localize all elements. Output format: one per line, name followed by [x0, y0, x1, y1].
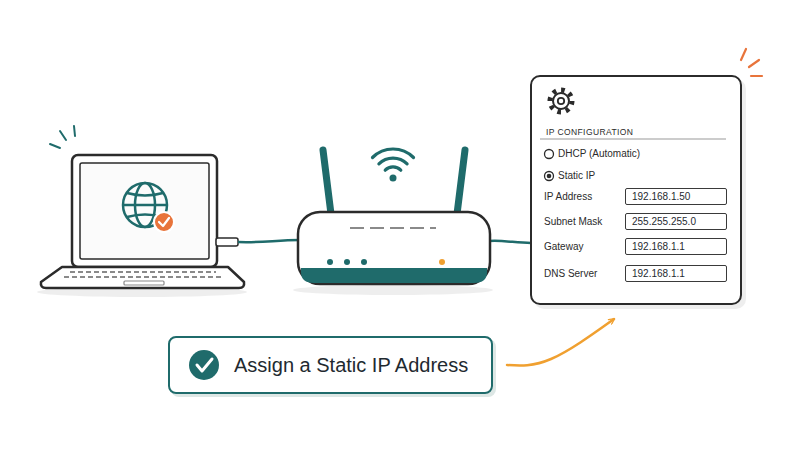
pointer-arrow: [507, 319, 614, 366]
laptop: [41, 126, 244, 288]
field-value: 192.168.1.1: [625, 265, 727, 282]
input-field: IP Address192.168.1.50: [544, 186, 727, 206]
separator: [540, 138, 726, 139]
field-label: Subnet Mask: [544, 216, 625, 227]
input-field: Subnet Mask255.255.255.0: [544, 211, 727, 231]
gear-icon: [550, 90, 572, 112]
field-label: DNS Server: [544, 268, 625, 279]
sparks: [741, 49, 762, 76]
field-value: 255.255.255.0: [625, 213, 727, 230]
config-panel: IP Address192.168.1.50Subnet Mask255.255…: [530, 75, 742, 305]
ground-shadow: [293, 285, 493, 295]
panel-heading: IP CONFIGURATION: [546, 127, 633, 137]
option-label: Static IP: [558, 170, 595, 181]
router: [298, 149, 490, 284]
check-mark: [197, 359, 212, 371]
radio-button: [545, 150, 554, 159]
panel-fill: [530, 75, 742, 305]
banner-text: Assign a Static IP Address: [234, 354, 468, 377]
plug: [216, 238, 238, 246]
check-icon: [189, 350, 219, 380]
check-badge: [154, 212, 174, 232]
field-label: IP Address: [544, 191, 625, 202]
cable: [489, 241, 531, 243]
wifi-icon: [373, 149, 414, 170]
option-label: DHCP (Automatic): [558, 148, 640, 159]
radio-button: [545, 172, 554, 181]
banner-fill: [168, 336, 493, 394]
field-label: Gateway: [544, 241, 625, 252]
field-value: 192.168.1.50: [625, 188, 727, 205]
caption-banner: Assign a Static IP Address: [168, 336, 493, 394]
input-field: DNS Server192.168.1.1: [544, 263, 727, 283]
cable: [238, 240, 300, 242]
radio-dot: [547, 174, 552, 179]
field-value: 192.168.1.1: [625, 238, 727, 255]
input-field: Gateway192.168.1.1: [544, 236, 727, 256]
